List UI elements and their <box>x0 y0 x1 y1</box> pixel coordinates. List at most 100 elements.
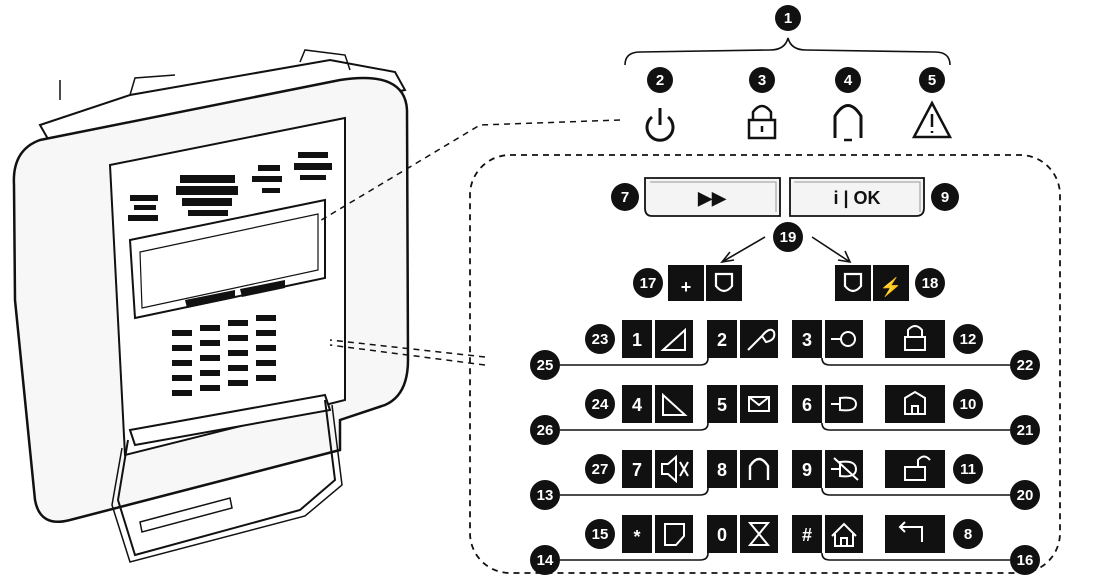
envelope-icon <box>748 396 770 412</box>
leader-lines <box>560 357 1010 561</box>
callout-22: 22 <box>1010 350 1040 380</box>
svg-text:8: 8 <box>964 526 972 543</box>
bell-icon <box>748 457 770 480</box>
key-9[interactable]: 9 <box>792 450 863 488</box>
key-5[interactable]: 5 <box>707 385 778 423</box>
callout-4: 4 <box>835 67 861 93</box>
hourglass-icon <box>747 522 771 546</box>
output-off-icon <box>831 457 859 481</box>
svg-text:23: 23 <box>592 331 609 348</box>
svg-text:7: 7 <box>621 189 629 206</box>
svg-text:5: 5 <box>928 72 936 89</box>
callout-8: 8 <box>953 519 983 549</box>
warning-icon <box>911 100 953 139</box>
home-icon <box>831 522 857 547</box>
callout-23: 23 <box>585 324 615 354</box>
callout-19-arrows <box>720 236 852 264</box>
key-star[interactable]: * <box>622 515 693 553</box>
svg-text:27: 27 <box>592 461 609 478</box>
lock-icon <box>747 104 777 140</box>
svg-text:19: 19 <box>780 229 797 246</box>
svg-text:18: 18 <box>922 275 939 292</box>
info-ok-button[interactable]: i | OK <box>789 177 925 217</box>
shield-icon <box>843 272 863 293</box>
callout-3: 3 <box>749 67 775 93</box>
key-3-label: 3 <box>802 330 812 350</box>
key-hash[interactable]: # <box>792 515 863 553</box>
lock-button[interactable] <box>885 320 945 358</box>
key-8-label: 8 <box>717 460 727 480</box>
svg-text:4: 4 <box>844 72 853 89</box>
callout-21: 21 <box>1010 415 1040 445</box>
back-arrow-icon <box>898 521 923 542</box>
home-button[interactable] <box>885 385 945 423</box>
keypad-device-illustration <box>12 49 410 563</box>
key-5-label: 5 <box>717 395 727 415</box>
callout-19: 19 <box>773 222 803 252</box>
callout-26: 26 <box>530 415 560 445</box>
svg-text:26: 26 <box>537 422 554 439</box>
next-button[interactable]: ▶▶ <box>644 177 781 217</box>
callout-1: 1 <box>775 5 801 31</box>
fire-bolt-button[interactable]: ⚡ <box>835 265 909 301</box>
svg-text:17: 17 <box>640 275 657 292</box>
bolt-icon: ⚡ <box>880 276 902 298</box>
key-2[interactable]: 2 <box>707 320 778 358</box>
key-8[interactable]: 8 <box>707 450 778 488</box>
svg-text:2: 2 <box>656 72 664 89</box>
key-6[interactable]: 6 <box>792 385 863 423</box>
callout-12: 12 <box>953 324 983 354</box>
callout-11: 11 <box>953 454 983 484</box>
svg-text:10: 10 <box>960 396 977 413</box>
svg-text:16: 16 <box>1017 552 1034 569</box>
svg-text:13: 13 <box>537 487 554 504</box>
indicator-bracket <box>624 37 951 66</box>
output-icon <box>831 396 858 412</box>
callout-13: 13 <box>530 480 560 510</box>
callout-24: 24 <box>585 389 615 419</box>
callout-27: 27 <box>585 454 615 484</box>
svg-text:1: 1 <box>784 10 792 27</box>
mute-icon <box>661 454 689 484</box>
svg-text:14: 14 <box>537 552 554 569</box>
key-4-label: 4 <box>632 395 642 415</box>
zoom-guide-lines <box>317 119 621 366</box>
callout-20: 20 <box>1010 480 1040 510</box>
callout-14: 14 <box>530 545 560 575</box>
speaker-grille <box>128 152 332 221</box>
power-icon <box>645 108 675 142</box>
callout-5: 5 <box>919 67 945 93</box>
key-1-label: 1 <box>632 330 642 350</box>
key-9-label: 9 <box>802 460 812 480</box>
back-button[interactable] <box>885 515 945 553</box>
key-3[interactable]: 3 <box>792 320 863 358</box>
key-0[interactable]: 0 <box>707 515 778 553</box>
lock-icon <box>904 325 926 351</box>
zoom-panel <box>469 154 1061 574</box>
key-1[interactable]: 1 <box>622 320 693 358</box>
shield-icon <box>714 272 734 293</box>
callout-7: 7 <box>611 183 639 211</box>
svg-text:24: 24 <box>592 396 609 413</box>
callout-18: 18 <box>915 268 945 298</box>
arm-home-icon <box>660 327 686 351</box>
arm-away-icon <box>662 392 688 416</box>
info-ok-button-label: i | OK <box>833 188 880 208</box>
key-0-label: 0 <box>717 525 727 545</box>
svg-text:11: 11 <box>960 461 976 478</box>
key-2-label: 2 <box>717 330 727 350</box>
key-7[interactable]: 7 <box>622 450 693 488</box>
svg-text:20: 20 <box>1017 487 1034 504</box>
door-icon <box>664 523 685 546</box>
unlock-icon <box>904 455 931 481</box>
callout-9: 9 <box>931 183 959 211</box>
svg-text:15: 15 <box>592 526 609 543</box>
key-4[interactable]: 4 <box>622 385 693 423</box>
plus-glyph: + <box>681 277 692 297</box>
svg-text:25: 25 <box>537 357 554 374</box>
away-arm-button[interactable]: + <box>668 265 742 301</box>
callout-15: 15 <box>585 519 615 549</box>
key-star-label: * <box>633 527 640 547</box>
unlock-button[interactable] <box>885 450 945 488</box>
